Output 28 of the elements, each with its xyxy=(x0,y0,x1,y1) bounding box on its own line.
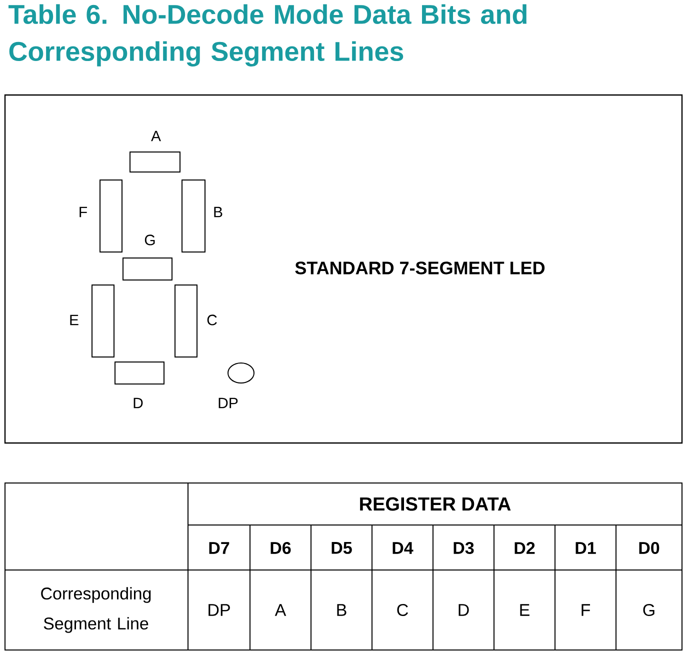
table-entry: F xyxy=(582,604,590,616)
segment-label: B xyxy=(214,206,222,218)
bit-header: D6 xyxy=(270,542,291,554)
bit-header: D7 xyxy=(209,542,230,554)
segment-label: F xyxy=(80,206,87,218)
led-caption: STANDARD 7-SEGMENT LED xyxy=(295,262,545,274)
table-header: REGISTER DATA xyxy=(360,497,511,511)
table-entry: G xyxy=(643,604,654,616)
bit-header: D0 xyxy=(639,542,660,554)
table-entry: E xyxy=(520,604,530,616)
table-entry: A xyxy=(274,604,286,616)
segment-label: DP xyxy=(218,398,238,408)
bit-header: D2 xyxy=(514,542,535,554)
segment-label: E xyxy=(70,314,78,326)
segment-label: D xyxy=(134,398,143,408)
table-entry: C xyxy=(397,604,408,616)
bit-header: D3 xyxy=(454,542,474,554)
row-header: Corresponding Segment Line xyxy=(41,587,151,633)
table-entry: D xyxy=(458,604,469,616)
bit-header: D4 xyxy=(392,542,414,554)
segment-label: C xyxy=(207,314,217,326)
bit-header: D1 xyxy=(576,542,596,554)
table-entry: DP xyxy=(208,604,230,616)
bit-header: D5 xyxy=(332,542,352,554)
segment-label: G xyxy=(144,234,155,246)
segment-label: A xyxy=(151,130,161,142)
table-entry: B xyxy=(337,604,346,616)
title: Table 6. No-Decode Mode Data Bits and Corresponding Segment Lines xyxy=(8,4,526,66)
